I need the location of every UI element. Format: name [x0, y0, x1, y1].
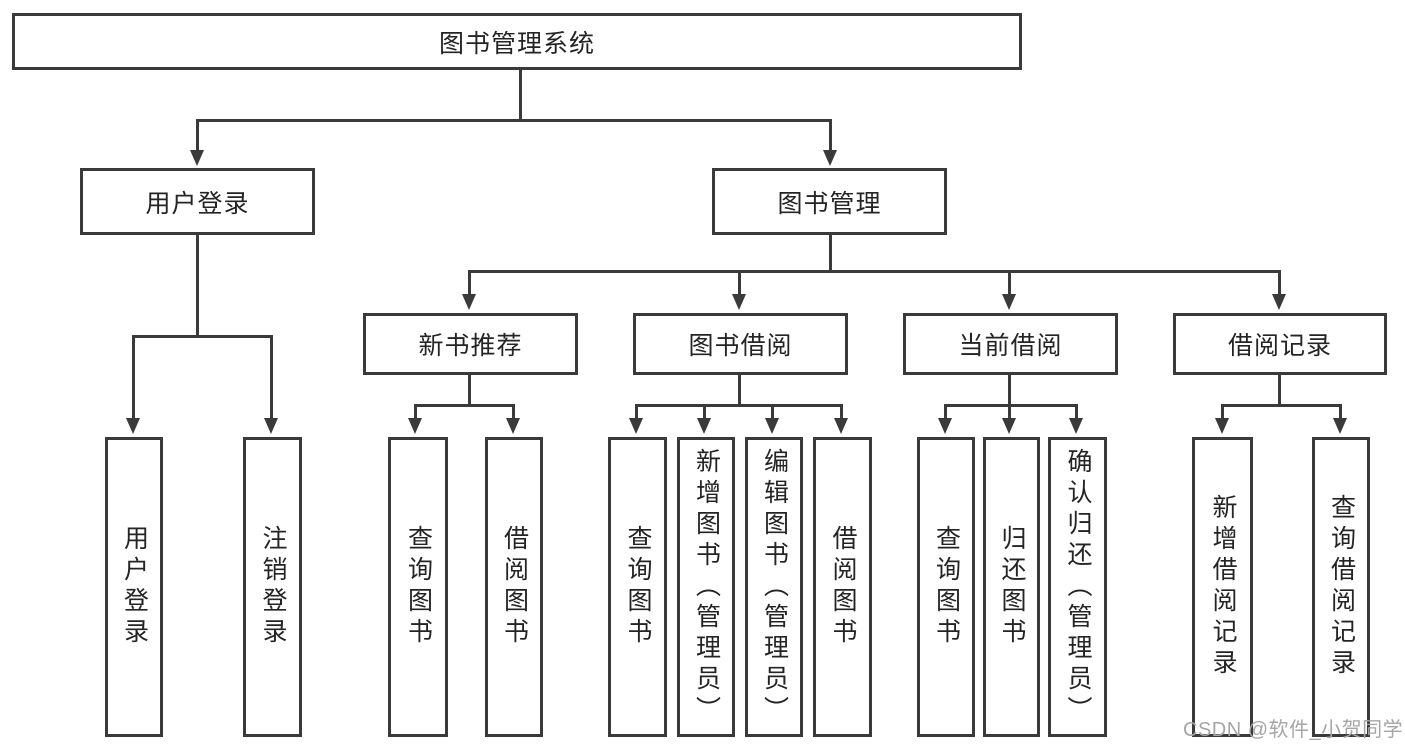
connector-arrow-stem: [1278, 270, 1281, 296]
connector-arrow-stem: [635, 404, 638, 420]
connector-arrow-stem: [1221, 404, 1224, 420]
connector-arrow-stem: [468, 270, 471, 296]
leaf-query-books-current: 查询图书: [917, 437, 975, 737]
arrow-down-icon: [1215, 418, 1229, 434]
arrow-down-icon: [190, 150, 204, 166]
leaf-label: 归还图书: [998, 525, 1026, 649]
leaf-label: 查询图书: [932, 525, 961, 649]
node-root-label: 图书管理系统: [438, 29, 595, 58]
connector-arrow-stem: [1075, 404, 1078, 420]
node-book-borrow-label: 图书借阅: [688, 332, 793, 360]
node-current-borrow: 当前借阅: [903, 313, 1118, 375]
connector-group-hline: [1221, 404, 1342, 407]
connector-arrow-stem: [132, 335, 135, 420]
node-user-login: 用户登录: [80, 168, 315, 235]
arrow-down-icon: [629, 418, 643, 434]
leaf-label: 新增图书（管理员）: [692, 447, 721, 727]
connector-arrow-stem: [1339, 404, 1342, 420]
leaf-label: 查询借阅记录: [1327, 494, 1356, 680]
arrow-down-icon: [1002, 418, 1016, 434]
arrow-down-icon: [1333, 418, 1347, 434]
node-user-login-label: 用户登录: [145, 189, 250, 218]
leaf-label: 注销登录: [259, 525, 287, 649]
node-book-borrow: 图书借阅: [633, 313, 848, 375]
arrow-down-icon: [126, 418, 140, 434]
connector-arrow-stem: [738, 270, 741, 296]
connector-arrow-stem: [196, 119, 199, 152]
leaf-label: 借阅图书: [829, 525, 857, 649]
connector-group-hline: [944, 404, 1078, 407]
node-book-management: 图书管理: [712, 168, 947, 235]
connector-group-stem: [738, 375, 741, 407]
node-new-book-recommend-label: 新书推荐: [418, 332, 523, 360]
leaf-confirm-return-admin: 确认归还（管理员）: [1048, 437, 1107, 737]
connector-group-stem: [1008, 375, 1011, 407]
connector-group-hline: [414, 404, 515, 407]
arrow-down-icon: [1002, 294, 1016, 310]
connector-user-login-hline: [132, 335, 273, 338]
connector-arrow-stem: [840, 404, 843, 420]
arrow-down-icon: [765, 418, 779, 434]
connector-arrow-stem: [270, 335, 273, 420]
arrow-down-icon: [264, 418, 278, 434]
arrow-down-icon: [462, 294, 476, 310]
connector-group-stem: [1278, 375, 1281, 407]
arrow-down-icon: [408, 418, 422, 434]
leaf-query-books-borrow: 查询图书: [608, 437, 667, 737]
leaf-label: 新增借阅记录: [1209, 494, 1237, 680]
connector-arrow-stem: [1008, 270, 1011, 296]
arrow-down-icon: [938, 418, 952, 434]
leaf-user-login: 用户登录: [105, 437, 163, 737]
connector-arrow-stem: [771, 404, 774, 420]
connector-root-stem: [519, 70, 522, 122]
connector-level2-hline: [196, 119, 832, 122]
connector-arrow-stem: [703, 404, 706, 420]
leaf-borrow-books: 借阅图书: [813, 437, 872, 737]
arrow-down-icon: [1272, 294, 1286, 310]
arrow-down-icon: [506, 418, 520, 434]
node-root: 图书管理系统: [12, 13, 1022, 70]
node-borrow-records-label: 借阅记录: [1227, 332, 1332, 360]
connector-book-mgmt-stem: [829, 235, 832, 273]
arrow-down-icon: [834, 418, 848, 434]
leaf-label: 借阅图书: [500, 525, 529, 649]
node-new-book-recommend: 新书推荐: [363, 313, 578, 375]
leaf-logout: 注销登录: [243, 437, 302, 737]
leaf-return-books: 归还图书: [983, 437, 1040, 737]
leaf-edit-books-admin: 编辑图书（管理员）: [745, 437, 803, 737]
connector-group-stem: [468, 375, 471, 407]
connector-user-login-stem: [196, 235, 199, 338]
connector-arrow-stem: [829, 119, 832, 152]
connector-group-hline: [635, 404, 843, 407]
arrow-down-icon: [732, 294, 746, 310]
leaf-label: 编辑图书（管理员）: [760, 447, 789, 727]
node-book-management-label: 图书管理: [777, 189, 882, 218]
connector-arrow-stem: [944, 404, 947, 420]
node-borrow-records: 借阅记录: [1173, 313, 1387, 375]
connector-level3-hline: [468, 270, 1281, 273]
leaf-label: 查询图书: [404, 525, 433, 649]
connector-arrow-stem: [1008, 404, 1011, 420]
arrow-down-icon: [697, 418, 711, 434]
arrow-down-icon: [823, 150, 837, 166]
connector-arrow-stem: [414, 404, 417, 420]
connector-arrow-stem: [512, 404, 515, 420]
arrow-down-icon: [1069, 418, 1083, 434]
leaf-label: 确认归还（管理员）: [1064, 447, 1092, 727]
leaf-borrow-books-recommend: 借阅图书: [485, 437, 543, 737]
leaf-query-books-recommend: 查询图书: [388, 437, 448, 737]
leaf-query-borrow-record: 查询借阅记录: [1312, 437, 1370, 737]
leaf-add-books-admin: 新增图书（管理员）: [677, 437, 735, 737]
leaf-add-borrow-record: 新增借阅记录: [1192, 437, 1253, 737]
csdn-watermark: CSDN @软件_小贺同学: [1183, 719, 1404, 741]
node-current-borrow-label: 当前借阅: [958, 332, 1063, 360]
leaf-label: 查询图书: [624, 525, 652, 649]
leaf-label: 用户登录: [120, 525, 149, 649]
